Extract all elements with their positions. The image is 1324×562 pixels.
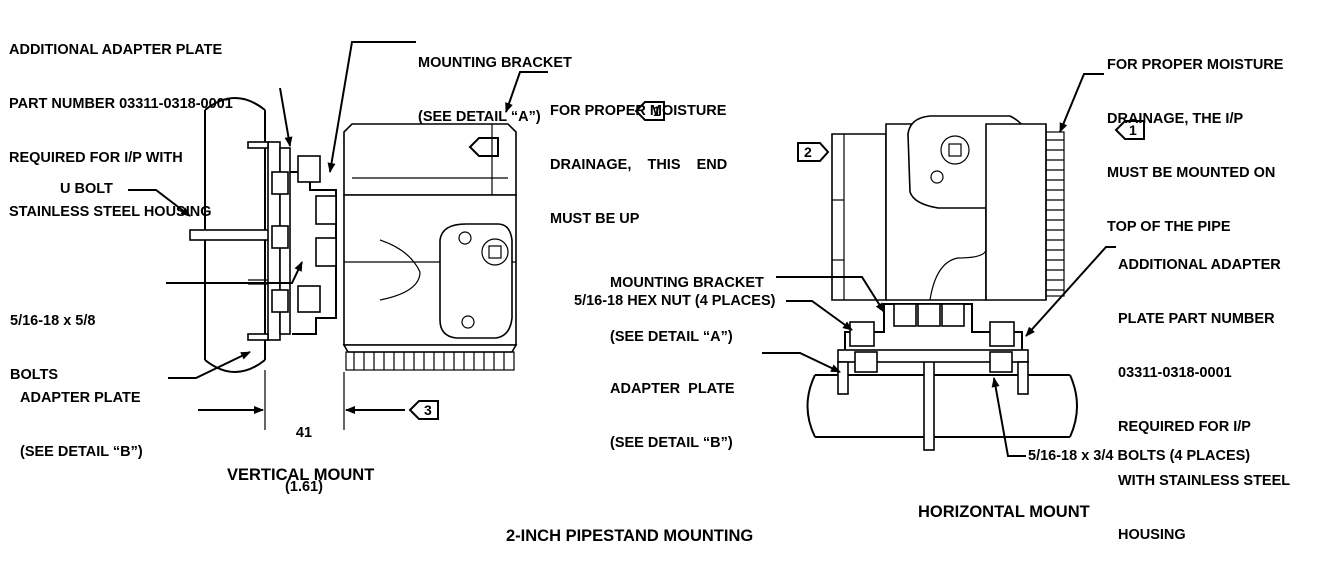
dimension-mm: 41 (295, 425, 313, 441)
note-line: REQUIRED FOR I/P (1118, 419, 1251, 435)
label-line: MOUNTING BRACKET (610, 275, 764, 291)
note-line: TOP OF THE PIPE (1107, 219, 1231, 235)
horizontal-moisture-ref: 1 (1129, 122, 1137, 138)
note-line: 03311-0318-0001 (1118, 365, 1232, 381)
label-line: (SEE DETAIL “A”) (610, 329, 733, 345)
label-line: 5/16-18 x 5/8 (10, 313, 96, 329)
figure-title: 2-INCH PIPESTAND MOUNTING (506, 527, 754, 545)
note-line: DRAINAGE, THIS END (550, 157, 728, 173)
vertical-dimension (198, 370, 439, 430)
horizontal-ip-housing (831, 115, 1065, 301)
note-line: MUST BE MOUNTED ON (1107, 165, 1276, 181)
u-bolt-label: U BOLT (60, 181, 113, 197)
pipestand-mounting-diagram (128, 41, 1145, 457)
horizontal-bolts-label: 5/16-18 x 3/4 BOLTS (4 PLACES) (1028, 448, 1251, 464)
horizontal-adapter-plate-label: ADAPTER PLATE (SEE DETAIL “B”) (610, 344, 735, 470)
vertical-moisture-note: FOR PROPER MOISTURE DRAINAGE, THIS END M… (550, 66, 727, 246)
vertical-adapter-plate-label: ADAPTER PLATE (SEE DETAIL “B”) (20, 353, 143, 479)
label-line: ADAPTER PLATE (20, 390, 141, 406)
vertical-mounting-bracket (290, 155, 337, 335)
ref-flag-1-vertical (468, 137, 499, 157)
vertical-moisture-ref: 1 (653, 103, 661, 119)
vertical-dimension-label: 41 (1.61) (274, 388, 334, 514)
label-line: (SEE DETAIL “B”) (20, 444, 143, 460)
note-line: HOUSING (1118, 527, 1186, 543)
horizontal-mounting-bracket (844, 303, 1023, 350)
label-line: (SEE DETAIL “B”) (610, 435, 733, 451)
vertical-adapter-plates (247, 141, 291, 341)
label-line: ADAPTER PLATE (610, 381, 735, 397)
note-line: FOR PROPER MOISTURE (550, 103, 727, 119)
note-line: PLATE PART NUMBER (1118, 311, 1275, 327)
label-line: (SEE DETAIL “A”) (418, 109, 541, 125)
vertical-mount-drawing (128, 41, 548, 430)
horizontal-adapter-plate-note: ADDITIONAL ADAPTER PLATE PART NUMBER 033… (1118, 220, 1290, 562)
note-line: ADDITIONAL ADAPTER (1118, 257, 1281, 273)
vertical-dimension-ref: 3 (424, 402, 432, 418)
vertical-adapter-plate-note: ADDITIONAL ADAPTER PLATE PART NUMBER 033… (9, 5, 233, 239)
horizontal-mount-title: HORIZONTAL MOUNT (918, 503, 1090, 521)
ref-flag-1-horizontal (1114, 120, 1145, 140)
horizontal-u-bolt (923, 354, 935, 451)
horizontal-moisture-note: FOR PROPER MOISTURE DRAINAGE, THE I/P MU… (1107, 20, 1283, 254)
ref-flag-3 (408, 400, 439, 420)
note-line: WITH STAINLESS STEEL (1118, 473, 1291, 489)
label-line: BOLTS (10, 367, 59, 383)
horizontal-mount-drawing (762, 73, 1145, 457)
vertical-mounting-bracket-label: MOUNTING BRACKET (SEE DETAIL “A”) (418, 18, 572, 144)
horizontal-side-ref: 2 (804, 144, 812, 160)
note-line: REQUIRED FOR I/P WITH (9, 150, 183, 166)
horizontal-adapter-plate (837, 349, 1029, 395)
dimension-in: (1.61) (285, 479, 323, 495)
horizontal-mounting-bracket-label: MOUNTING BRACKET (SEE DETAIL “A”) (610, 238, 764, 364)
horizontal-leaders (762, 73, 1116, 457)
note-line: STAINLESS STEEL HOUSING (9, 204, 212, 220)
vertical-ip-housing (342, 123, 518, 371)
note-line: ADDITIONAL ADAPTER PLATE (9, 42, 223, 58)
vertical-mount-title: VERTICAL MOUNT (227, 466, 375, 484)
note-line: MUST BE UP (550, 211, 640, 227)
note-line: FOR PROPER MOISTURE (1107, 57, 1284, 73)
horizontal-hex-nut-label: 5/16-18 HEX NUT (4 PLACES) (574, 293, 776, 309)
ref-flag-2 (797, 142, 830, 162)
vertical-bolts-label: 5/16-18 x 5/8 BOLTS (10, 276, 95, 402)
label-line: MOUNTING BRACKET (418, 55, 572, 71)
vertical-leaders (128, 41, 548, 379)
note-line: PART NUMBER 03311-0318-0001 (9, 96, 233, 112)
note-line: DRAINAGE, THE I/P (1107, 111, 1244, 127)
